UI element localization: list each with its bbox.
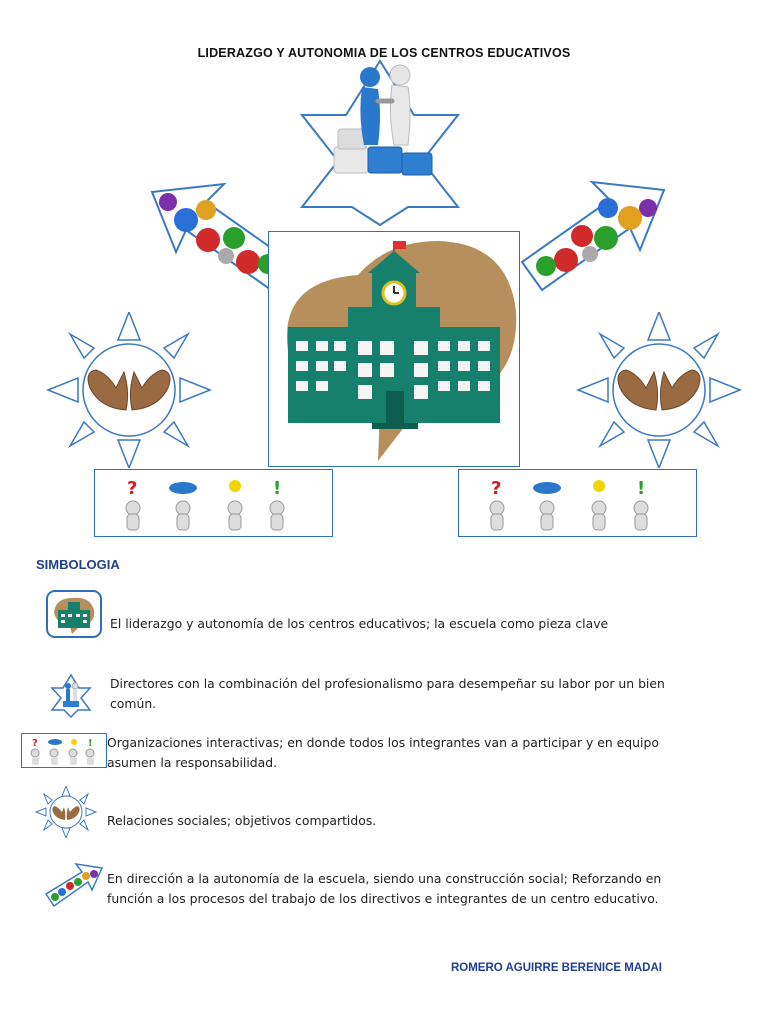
legend-text-4: Relaciones sociales; objetivos compartid… [107,813,377,828]
sun-hands-icon [46,312,212,468]
legend-text-5: En dirección a la autonomía de la escuel… [107,871,662,906]
star-handshake-icon [50,674,92,718]
svg-text:?: ? [127,478,137,499]
author-name: ROMERO AGUIRRE BERENICE MADAI [450,962,662,974]
sun-hands-icon [576,312,742,468]
svg-text:?: ? [32,738,38,749]
legend-text-3: Organizaciones interactivas; en donde to… [107,735,659,770]
svg-text:!: ! [273,478,281,499]
svg-text:?: ? [491,478,501,499]
school-icon [46,590,102,638]
school-panel [268,231,520,467]
people-ideas-icon: ? ! [94,469,333,537]
sun-hands-icon [34,786,98,838]
star-handshake-icon [294,55,466,227]
people-ideas-icon: ? ! [458,469,697,537]
people-ideas-icon: ? ! [21,733,107,768]
section-heading: SIMBOLOGIA [36,557,120,572]
gear-arrow-icon [42,862,106,910]
svg-text:!: ! [637,478,645,499]
page-title: LIDERAZGO Y AUTONOMIA DE LOS CENTROS EDU… [197,46,571,60]
legend-text-1: El liderazgo y autonomía de los centros … [110,616,609,631]
svg-text:!: ! [88,738,93,749]
gear-arrow-icon [510,178,670,308]
legend-text-2: Directores con la combinación del profes… [110,676,665,711]
